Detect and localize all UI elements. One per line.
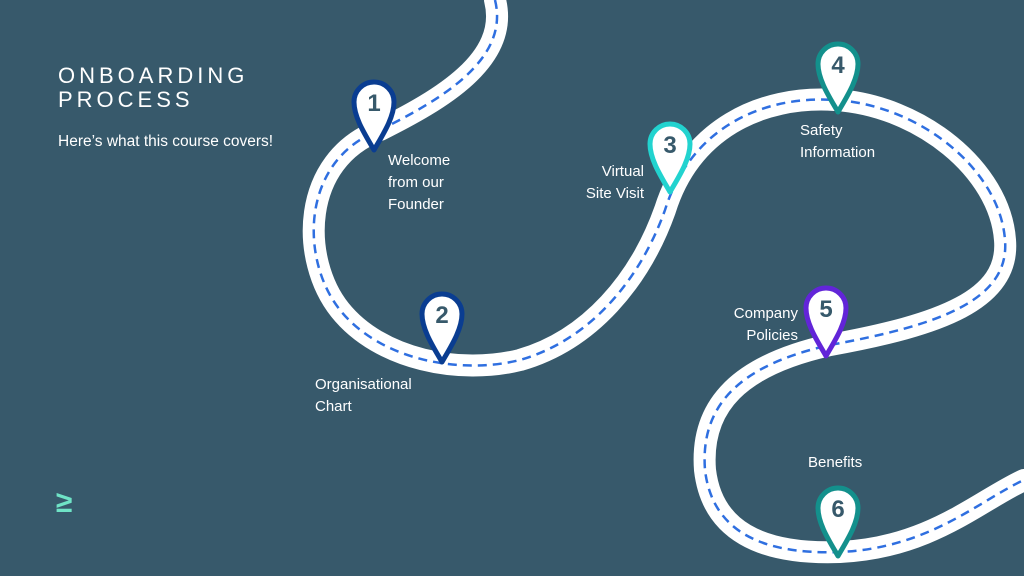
road-surface (302, 0, 1024, 564)
page-title: ONBOARDING PROCESS (58, 63, 249, 112)
step-number: 3 (663, 132, 676, 159)
road (302, 0, 1024, 564)
page-subtitle: Here’s what this course covers! (58, 133, 274, 150)
road-center-line (312, 0, 1024, 554)
pin-marker-icon (351, 79, 397, 153)
step-pins: 1 2 3 4 5 6 (351, 41, 861, 559)
step-pin-6: 6 (815, 485, 861, 559)
step-pin-2: 2 (419, 291, 465, 365)
step-label-2: Organisational Chart (315, 376, 412, 415)
pin-marker-icon (815, 41, 861, 115)
step-label-1: Welcome from our Founder (388, 152, 451, 213)
step-pin-3: 3 (647, 121, 693, 195)
step-pin-4: 4 (815, 41, 861, 115)
step-number: 2 (435, 302, 448, 329)
logo-icon: ≥ (56, 486, 73, 519)
step-label-5: Company Policies (733, 305, 798, 344)
pin-marker-icon (647, 121, 693, 195)
pin-marker-icon (815, 485, 861, 559)
step-label-3: Virtual Site Visit (585, 163, 644, 202)
step-number: 6 (831, 496, 844, 523)
step-pin-5: 5 (803, 285, 849, 359)
step-number: 1 (367, 90, 380, 117)
step-pin-1: 1 (351, 79, 397, 153)
step-label-6: Benefits (808, 454, 863, 471)
step-number: 4 (831, 52, 845, 79)
step-number: 5 (819, 296, 832, 323)
pin-marker-icon (419, 291, 465, 365)
step-label-4: Safety Information (800, 122, 876, 161)
pin-marker-icon (803, 285, 849, 359)
